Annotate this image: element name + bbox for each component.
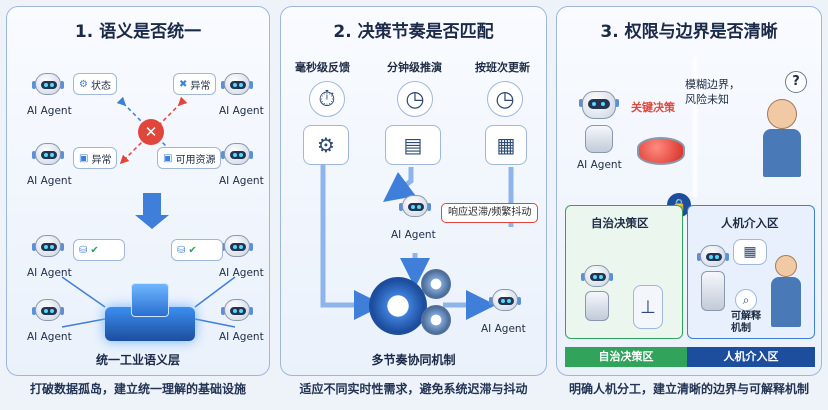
- agent-label: AI Agent: [27, 267, 72, 279]
- chart-board-icon: ▦: [733, 239, 767, 265]
- fuzzy-note: 模糊边界， 风险未知: [685, 78, 740, 106]
- zone-human-title: 人机介入区: [721, 216, 779, 230]
- agent-label: AI Agent: [577, 159, 622, 171]
- question-icon: ?: [785, 71, 807, 93]
- robot-icon: [32, 233, 64, 263]
- stopwatch-icon: ⏱: [309, 81, 345, 117]
- synced-bubble: ⛁✔: [73, 239, 125, 261]
- production-line-icon: ▤: [385, 125, 441, 165]
- person-head: [775, 255, 797, 277]
- conflict-x-icon: ✕: [138, 119, 164, 145]
- robot-body: [701, 271, 725, 311]
- person-head: [767, 99, 797, 129]
- robot-icon: [221, 233, 253, 263]
- rate-label-shift: 按班次更新: [475, 61, 530, 74]
- zone-auto-title: 自治决策区: [591, 216, 649, 230]
- panel-permission-boundary: 3. 权限与边界是否清晰 AI Agent 关键决策 模糊边界， 风险未知 ? …: [556, 6, 822, 376]
- agent-label: AI Agent: [27, 105, 72, 117]
- robot-icon: [32, 71, 64, 101]
- panel1-caption: 打破数据孤岛，建立统一理解的基础设施: [29, 382, 246, 396]
- gear-icon: [421, 305, 451, 335]
- abnormal-bubble: ✖异常: [173, 73, 217, 95]
- abnormal-bubble: ▣异常: [73, 147, 118, 169]
- panel1-connectors: [61, 96, 236, 328]
- database-icon: ⛁: [79, 244, 88, 256]
- robot-icon: [221, 297, 253, 327]
- person-body: [763, 129, 801, 177]
- robot-icon: [581, 263, 613, 293]
- agent-label: AI Agent: [391, 229, 436, 241]
- agent-label: AI Agent: [219, 105, 264, 117]
- synced-bubble: ⛁✔: [171, 239, 223, 261]
- key-decision-label: 关键决策: [631, 101, 675, 114]
- agent-label: AI Agent: [219, 331, 264, 343]
- cube-icon: ▣: [163, 152, 173, 164]
- check-icon: ✔: [90, 244, 99, 256]
- platform-label: 统一工业语义层: [95, 353, 180, 367]
- mechanism-label: 多节奏协同机制: [371, 353, 456, 367]
- panel2-title: 2. 决策节奏是否匹配: [333, 22, 494, 42]
- database-icon: ⛁: [177, 244, 186, 256]
- wrench-icon: ✖: [179, 78, 188, 90]
- gear-icon: ⚙: [79, 78, 88, 90]
- person-body: [771, 277, 801, 327]
- valve-icon: ⊥: [633, 285, 663, 329]
- gear-icon: [421, 269, 451, 299]
- robot-arm-icon: ⚙: [303, 125, 349, 165]
- agent-label: AI Agent: [27, 175, 72, 187]
- panel-decision-rhythm: 2. 决策节奏是否匹配 毫秒级反馈 分钟级推演 按班次更新 ⏱ ◷ ◷ ⚙ ▤ …: [280, 6, 547, 376]
- strip-auto: 自治决策区: [565, 347, 687, 367]
- clock-icon: ◷: [487, 81, 523, 117]
- robot-body: [585, 291, 609, 321]
- panel3-caption: 明确人机分工，建立清晰的边界与可解释机制: [568, 382, 809, 396]
- agent-label: AI Agent: [219, 175, 264, 187]
- robot-icon: [579, 89, 619, 127]
- rate-label-ms: 毫秒级反馈: [295, 61, 350, 74]
- status-bubble: ⚙状态: [73, 73, 117, 95]
- robot-icon: [697, 243, 729, 273]
- robot-body: [585, 125, 613, 153]
- calendar-icon: ▦: [485, 125, 527, 165]
- agent-label: AI Agent: [27, 331, 72, 343]
- red-button-icon: [637, 137, 685, 165]
- server-icon: [131, 283, 169, 317]
- robot-icon: [221, 141, 253, 171]
- box-icon: ▣: [79, 152, 89, 164]
- panel2-caption: 适应不同实时性需求，避免系统迟滞与抖动: [299, 382, 528, 396]
- robot-icon: [32, 141, 64, 171]
- explainable-label: 可解释 机制: [731, 311, 761, 334]
- check-icon: ✔: [188, 244, 197, 256]
- clock-icon: ◷: [397, 81, 433, 117]
- rate-label-min: 分钟级推演: [387, 61, 442, 74]
- resource-bubble: ▣可用资源: [157, 147, 222, 169]
- fuzzy-boundary: [691, 57, 699, 197]
- robot-icon: [489, 287, 521, 317]
- strip-human: 人机介入区: [687, 347, 815, 367]
- agent-label: AI Agent: [481, 323, 526, 335]
- gear-icon: [369, 277, 427, 335]
- robot-icon: [32, 297, 64, 327]
- warning-badge: 响应迟滞/频繁抖动: [441, 203, 539, 223]
- panel1-title: 1. 语义是否统一: [74, 22, 202, 42]
- panel-semantic-unification: 1. 语义是否统一 ✕ AI Agent ⚙状态 AI Agent ✖异常 AI…: [6, 6, 270, 376]
- magnifier-icon: ⌕: [735, 289, 757, 311]
- panel3-title: 3. 权限与边界是否清晰: [600, 22, 778, 42]
- robot-icon: [221, 71, 253, 101]
- agent-label: AI Agent: [219, 267, 264, 279]
- robot-icon: [399, 193, 431, 223]
